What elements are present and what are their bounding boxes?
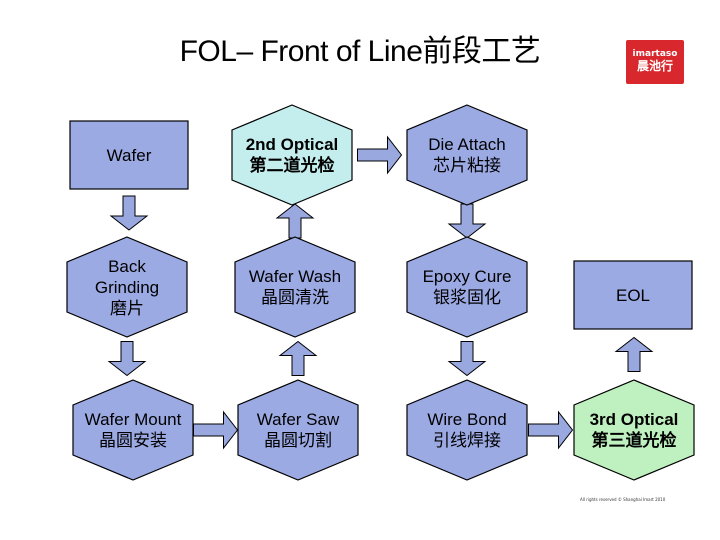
node-wafer-wash-label: Wafer Wash 晶圆清洗 <box>225 266 365 308</box>
node-third-optical-label: 3rd Optical 第三道光检 <box>564 409 704 451</box>
node-second-optical-label: 2nd Optical 第二道光检 <box>222 134 362 176</box>
node-die-attach-label-line: Die Attach <box>428 135 506 154</box>
node-back-grinding-label-line: Back <box>108 256 146 276</box>
node-epoxy-cure-label-line: 银浆固化 <box>433 288 501 307</box>
node-wire-bond-label-line: 引线焊接 <box>433 431 501 450</box>
node-epoxy-cure-label-line: Epoxy Cure <box>422 267 512 286</box>
node-wafer-saw-label-line: 晶圆切割 <box>264 431 332 450</box>
logo-text-latin: imartaso <box>632 49 678 60</box>
arrow-third-optical-to-eol <box>614 336 654 372</box>
node-wafer-shape <box>69 120 189 190</box>
node-wire-bond-label: Wire Bond 引线焊接 <box>397 409 537 451</box>
node-wafer-mount-label-line: Wafer Mount <box>84 410 182 429</box>
node-wafer-label: Wafer <box>59 145 199 166</box>
copyright-footer: All rights reserved © Shanghai Imart 201… <box>580 497 666 502</box>
node-wire-bond-label-line: Wire Bond <box>427 410 507 429</box>
arrow-second-optical-to-die-attach <box>357 135 403 175</box>
node-wire-bond-shape <box>406 379 528 481</box>
arrow-wafer-wash-to-second-optical <box>275 203 315 239</box>
company-logo: imartaso 晨池行 <box>626 40 684 84</box>
node-back-grinding-label-line: Grinding <box>94 277 160 297</box>
node-back-grinding-label-line: 磨片 <box>110 298 144 318</box>
node-wafer-saw-label-line: Wafer Saw <box>256 410 340 429</box>
node-wafer-wash-shape <box>234 236 356 338</box>
node-die-attach-label-line: 芯片粘接 <box>433 156 501 175</box>
node-third-optical-shape <box>573 379 695 481</box>
arrow-back-grinding-to-wafer-mount <box>107 341 147 377</box>
node-die-attach-shape <box>406 104 528 206</box>
node-third-optical-label-line: 3rd Optical <box>589 410 679 429</box>
node-wafer-saw-shape <box>237 379 359 481</box>
node-wafer-wash-label-line: 晶圆清洗 <box>261 288 329 307</box>
node-eol-shape <box>573 260 693 330</box>
node-wafer-mount-label-line: 晶圆安装 <box>99 431 167 450</box>
arrow-die-attach-to-epoxy-cure <box>447 203 487 239</box>
node-wafer-mount-shape <box>72 379 194 481</box>
node-die-attach-label: Die Attach 芯片粘接 <box>397 134 537 176</box>
node-back-grinding-shape <box>66 236 188 338</box>
logo-text-chinese: 晨池行 <box>636 59 673 74</box>
arrow-wafer-to-back-grinding <box>109 195 149 231</box>
node-wafer-label-line: Wafer <box>106 145 152 165</box>
node-wafer-mount-label: Wafer Mount 晶圆安装 <box>63 409 203 451</box>
arrow-wire-bond-to-third-optical <box>528 410 574 450</box>
node-second-optical-label-line: 第二道光检 <box>249 156 335 175</box>
node-third-optical-label-line: 第三道光检 <box>591 431 677 450</box>
node-epoxy-cure-label: Epoxy Cure 银浆固化 <box>397 266 537 308</box>
arrow-epoxy-cure-to-wire-bond <box>447 341 487 377</box>
arrow-wafer-saw-to-wafer-wash <box>278 340 318 376</box>
node-wafer-saw-label: Wafer Saw 晶圆切割 <box>228 409 368 451</box>
node-epoxy-cure-shape <box>406 236 528 338</box>
node-wafer-wash-label-line: Wafer Wash <box>248 267 342 286</box>
node-second-optical-label-line: 2nd Optical <box>245 135 339 154</box>
node-eol-label-line: EOL <box>615 285 651 305</box>
page-title: FOL– Front of Line前段工艺 <box>179 35 541 68</box>
arrow-wafer-mount-to-wafer-saw <box>193 410 239 450</box>
node-eol-label: EOL <box>563 285 703 306</box>
node-second-optical-shape <box>231 104 353 206</box>
